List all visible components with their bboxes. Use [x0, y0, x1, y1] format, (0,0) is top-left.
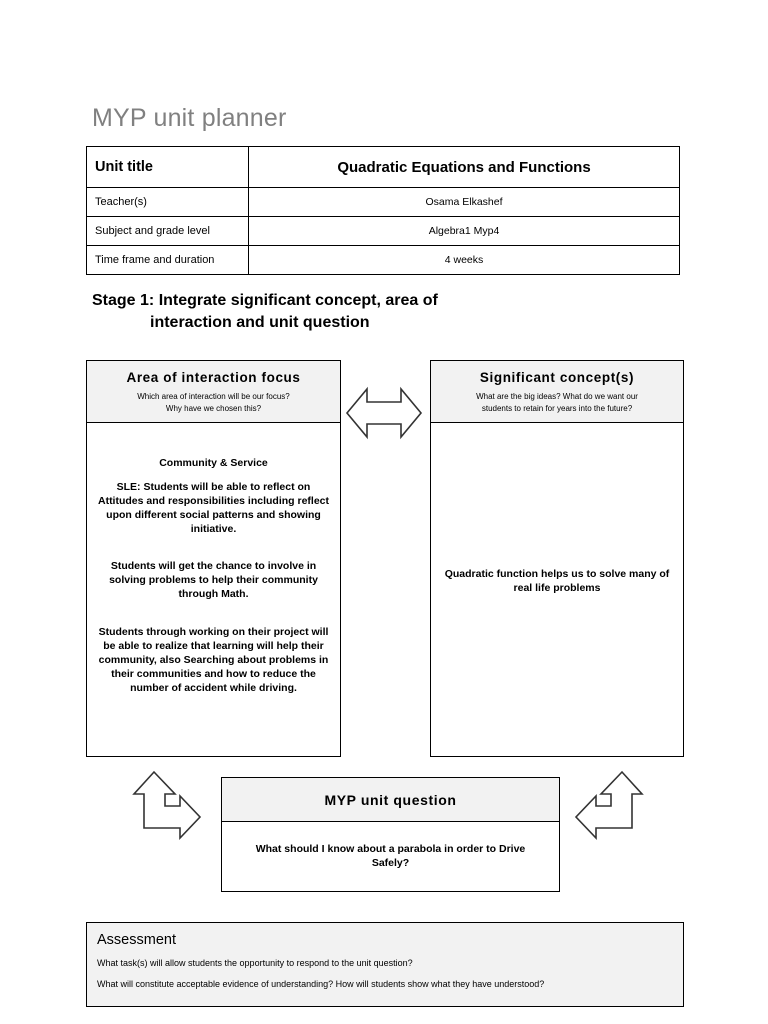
- aoi-paragraph-sle: SLE: Students will be able to reflect on…: [97, 481, 330, 535]
- area-of-interaction-prompt-2: Why have we chosen this?: [165, 403, 262, 413]
- significant-concept-text: Quadratic function helps us to solve man…: [444, 568, 670, 595]
- significant-concept-body: Quadratic function helps us to solve man…: [431, 423, 683, 741]
- cell-label-teachers: Teacher(s): [86, 187, 249, 217]
- cell-value-subject-grade: Algebra1 Myp4: [248, 216, 680, 246]
- stage-1-heading: Stage 1: Integrate significant concept, …: [92, 290, 612, 333]
- table-row-time-frame: Time frame and duration 4 weeks: [86, 245, 680, 275]
- area-of-interaction-body: Community & Service SLE: Students will b…: [87, 423, 340, 705]
- myp-unit-question-box: MYP unit question What should I know abo…: [221, 777, 560, 892]
- table-row-teachers: Teacher(s) Osama Elkashef: [86, 187, 680, 217]
- table-row-unit-title: Unit title Quadratic Equations and Funct…: [86, 146, 680, 188]
- aoi-paragraph-community-service: Community & Service: [159, 457, 268, 470]
- table-row-subject-grade: Subject and grade level Algebra1 Myp4: [86, 216, 680, 246]
- area-of-interaction-focus-box: Area of interaction focus Which area of …: [86, 360, 341, 757]
- significant-concept-prompt-1: What are the big ideas? What do we want …: [476, 392, 638, 401]
- cell-value-unit-title: Quadratic Equations and Functions: [248, 146, 680, 188]
- cell-value-time-frame: 4 weeks: [248, 245, 680, 275]
- aoi-paragraph-project: Students through working on their projec…: [98, 626, 329, 694]
- area-of-interaction-header: Area of interaction focus Which area of …: [87, 361, 340, 424]
- double-headed-horizontal-arrow-icon: [345, 383, 423, 443]
- cell-label-subject-grade: Subject and grade level: [86, 216, 249, 246]
- assessment-title: Assessment: [97, 932, 176, 948]
- page-title: MYP unit planner: [92, 104, 287, 132]
- aoi-paragraph-chance: Students will get the chance to involve …: [109, 560, 318, 601]
- unit-info-table: Unit title Quadratic Equations and Funct…: [86, 146, 680, 275]
- myp-unit-question-title: MYP unit question: [222, 778, 559, 822]
- cell-label-time-frame: Time frame and duration: [86, 245, 249, 275]
- bent-arrow-up-right-icon: [132, 770, 202, 842]
- significant-concept-box: Significant concept(s) What are the big …: [430, 360, 684, 757]
- assessment-prompt-2: What will constitute acceptable evidence…: [97, 978, 545, 989]
- assessment-prompt-1: What task(s) will allow students the opp…: [97, 958, 413, 968]
- significant-concept-header: Significant concept(s) What are the big …: [431, 361, 683, 424]
- bent-arrow-up-left-icon: [574, 770, 644, 842]
- area-of-interaction-title: Area of interaction focus: [126, 370, 301, 385]
- significant-concept-prompt-2: students to retain for years into the fu…: [481, 403, 633, 413]
- myp-unit-question-text: What should I know about a parabola in o…: [255, 842, 526, 869]
- significant-concept-title: Significant concept(s): [479, 370, 635, 385]
- cell-value-teachers: Osama Elkashef: [248, 187, 680, 217]
- stage-heading-line-1: Stage 1: Integrate significant concept, …: [92, 292, 438, 309]
- stage-heading-line-2: interaction and unit question: [150, 313, 370, 331]
- area-of-interaction-prompt-1: Which area of interaction will be our fo…: [137, 392, 290, 401]
- cell-label-unit-title: Unit title: [86, 146, 249, 188]
- assessment-section: Assessment What task(s) will allow stude…: [86, 922, 684, 1007]
